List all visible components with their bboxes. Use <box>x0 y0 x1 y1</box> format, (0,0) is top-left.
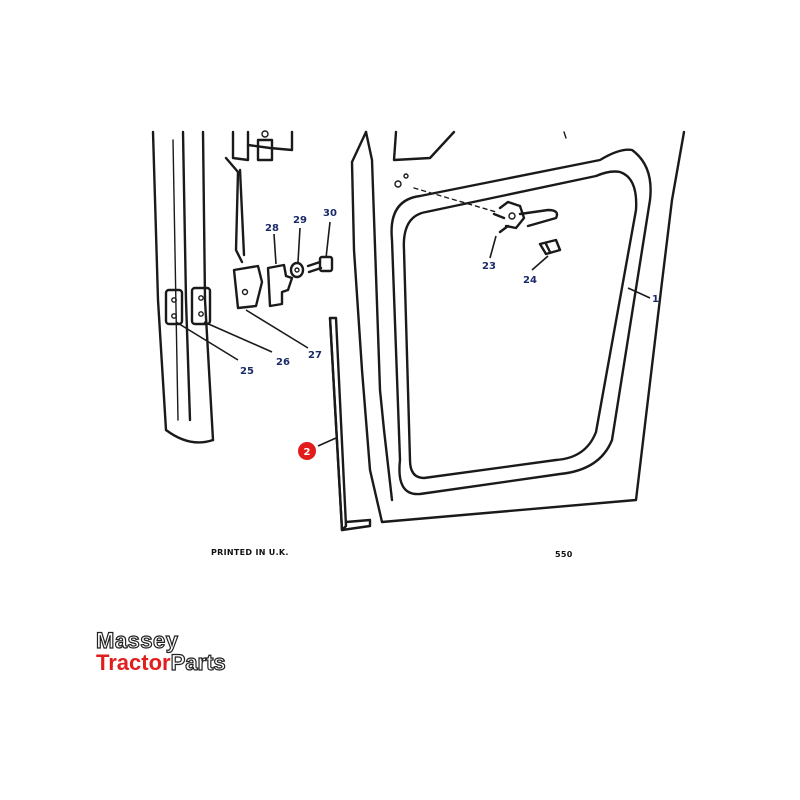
callout-24: 24 <box>523 275 537 286</box>
callout-27: 27 <box>308 350 322 361</box>
callout-23: 23 <box>482 261 496 272</box>
printed-in-uk-text: PRINTED IN U.K. <box>211 548 289 557</box>
callout-30: 30 <box>323 208 337 219</box>
hinge-26 <box>190 286 212 326</box>
callout-28: 28 <box>265 223 279 234</box>
brand-line-1: Massey <box>95 628 179 653</box>
brand-line-2: TractorParts <box>96 650 226 675</box>
door-frame <box>350 130 686 524</box>
callout-29: 29 <box>293 215 307 226</box>
part-29-washer <box>289 261 305 279</box>
door-screw-24 <box>538 238 562 256</box>
callout-1: 1 <box>652 294 659 305</box>
callout-26: 26 <box>276 357 290 368</box>
leader-lines <box>175 221 651 447</box>
callout-labels: 1 23 24 25 26 27 28 29 30 <box>240 208 659 377</box>
brand-logo: Massey TractorParts <box>95 628 226 675</box>
brand-tractor: Tractor <box>96 650 171 675</box>
page-number-text: 550 <box>555 550 573 559</box>
highlight-callout-2: 2 <box>298 442 316 460</box>
door-handle-23 <box>413 187 559 234</box>
part-30-bolt <box>306 255 334 274</box>
part-28-bracket <box>266 263 294 308</box>
cab-pillar <box>151 130 215 444</box>
highlight-marker <box>298 442 316 460</box>
brand-parts: Parts <box>170 650 226 675</box>
seal-strip-2 <box>328 316 372 532</box>
highlight-label: 2 <box>304 447 311 458</box>
latch-bracket <box>224 130 294 310</box>
callout-25: 25 <box>240 366 254 377</box>
hinge-25 <box>164 288 184 326</box>
